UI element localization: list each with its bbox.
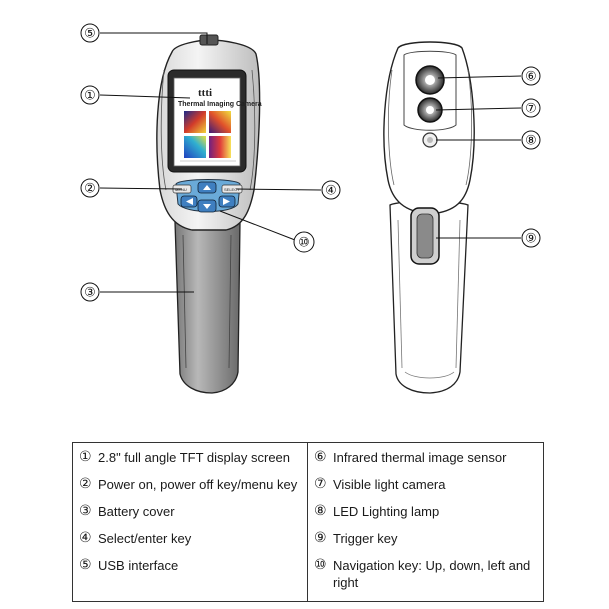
callout-7: ⑦ <box>521 98 541 118</box>
legend-number: ⑦ <box>314 476 327 492</box>
svg-text:⑦: ⑦ <box>525 102 537 117</box>
svg-text:④: ④ <box>325 184 337 199</box>
callout-6: ⑥ <box>521 66 541 86</box>
legend-number: ① <box>79 449 92 465</box>
callout-lines <box>99 32 522 293</box>
left-arrow-icon <box>186 198 193 205</box>
back-body <box>383 41 475 215</box>
svg-text:⑩: ⑩ <box>298 236 310 251</box>
callout-8: ⑧ <box>521 130 541 150</box>
keypad: MENU SELECT <box>172 179 243 213</box>
legend-label: Select/enter key <box>98 531 192 546</box>
back-view <box>383 41 475 394</box>
legend-row: ⑤ USB interface <box>79 557 301 584</box>
legend-column-left: ① 2.8" full angle TFT display screen ② Pow… <box>73 443 308 601</box>
legend-row: ⑩ Navigation key: Up, down, left and righ… <box>314 557 537 597</box>
legend-row: ⑦ Visible light camera <box>314 476 537 503</box>
svg-text:③: ③ <box>84 286 96 301</box>
legend-label: USB interface <box>98 558 179 573</box>
legend-label: Navigation key: Up, down, left and right <box>333 558 531 590</box>
legend-row: ⑨ Trigger key <box>314 530 537 557</box>
callout-2: ② <box>80 178 100 198</box>
legend-label: Infrared thermal image sensor <box>333 450 507 465</box>
legend-column-right: ⑥ Infrared thermal image sensor ⑦ Visible … <box>308 443 543 601</box>
screen-logo: ttti <box>198 87 212 99</box>
right-arrow-icon <box>223 198 230 205</box>
legend-label: Power on, power off key/menu key <box>98 477 298 492</box>
legend-label: LED Lighting lamp <box>333 504 440 519</box>
legend-number: ④ <box>79 530 92 546</box>
callout-10: ⑩ <box>293 231 315 253</box>
callout-numbers: ⑤ ① ② ③ ④ ⑩ ⑥ ⑦ ⑧ ⑨ <box>80 23 541 302</box>
legend-number: ② <box>79 476 92 492</box>
legend-row: ② Power on, power off key/menu key <box>79 476 301 503</box>
svg-text:⑤: ⑤ <box>84 27 96 42</box>
product-diagram: ttti Thermal Imaging Camera MENU SELECT <box>80 23 541 394</box>
legend-row: ④ Select/enter key <box>79 530 301 557</box>
legend-number: ⑥ <box>314 449 327 465</box>
svg-text:⑧: ⑧ <box>525 134 537 149</box>
up-arrow-icon <box>203 185 211 190</box>
legend-label: Visible light camera <box>333 477 446 492</box>
legend-number: ⑨ <box>314 530 327 546</box>
legend-row: ① 2.8" full angle TFT display screen <box>79 449 301 476</box>
legend-number: ⑩ <box>314 557 327 573</box>
screen-title: Thermal Imaging Camera <box>178 101 262 108</box>
callout-3: ③ <box>80 282 100 302</box>
power-key-label: MENU <box>175 187 187 192</box>
svg-text:⑨: ⑨ <box>525 232 537 247</box>
down-arrow-icon <box>203 204 211 209</box>
legend-row: ③ Battery cover <box>79 503 301 530</box>
svg-text:②: ② <box>84 182 96 197</box>
svg-text:①: ① <box>84 89 96 104</box>
callout-9: ⑨ <box>521 228 541 248</box>
front-view: ttti Thermal Imaging Camera MENU SELECT <box>156 34 262 394</box>
callout-1: ① <box>80 85 100 105</box>
legend-number: ③ <box>79 503 92 519</box>
callout-4: ④ <box>321 180 341 200</box>
usb-interface <box>199 34 219 46</box>
svg-text:⑥: ⑥ <box>525 70 537 85</box>
display-screen: ttti Thermal Imaging Camera <box>173 77 262 167</box>
legend-number: ⑤ <box>79 557 92 573</box>
legend-row: ⑧ LED Lighting lamp <box>314 503 537 530</box>
legend-table: ① 2.8" full angle TFT display screen ② Pow… <box>72 442 544 602</box>
legend-row: ⑥ Infrared thermal image sensor <box>314 449 537 476</box>
legend-number: ⑧ <box>314 503 327 519</box>
select-key-label: SELECT <box>224 187 240 192</box>
legend-label: Trigger key <box>333 531 398 546</box>
callout-5: ⑤ <box>80 23 100 43</box>
legend-label: Battery cover <box>98 504 175 519</box>
legend-label: 2.8" full angle TFT display screen <box>98 450 291 465</box>
